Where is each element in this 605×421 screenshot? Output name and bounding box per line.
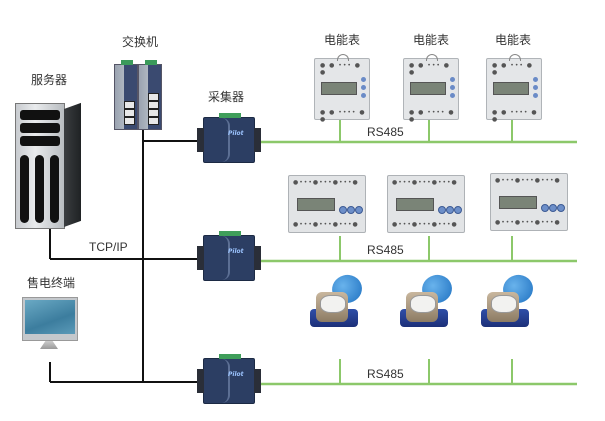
rs485-label: RS485 (367, 125, 404, 139)
meter-label: 电能表 (495, 33, 532, 47)
meter-label: 电能表 (413, 33, 450, 47)
energy-meter-icon: ● ● ••• ● ● ● ● •••• ● ● (486, 54, 542, 123)
switch-label: 交换机 (122, 35, 159, 49)
water-meter-icon (396, 271, 456, 339)
tcpip-label: TCP/IP (89, 240, 128, 254)
terminal-label: 售电终端 (27, 276, 76, 290)
server-label: 服务器 (31, 73, 68, 87)
collector-icon: Pilot (197, 354, 261, 404)
monitor-icon (22, 297, 78, 349)
rs485-label: RS485 (367, 243, 404, 257)
collector-icon: Pilot (197, 113, 261, 163)
energy-meter-icon: ● ● ••• ● ● ● ● •••• ● ● (403, 54, 459, 123)
energy-meter-icon: ● ● ••• ● ● ● ● •••• ● ● (314, 54, 370, 123)
collector-label: 采集器 (208, 90, 245, 104)
water-meter-icon (477, 271, 537, 339)
switch-icon (138, 60, 162, 130)
meter-label: 电能表 (324, 33, 361, 47)
three-phase-meter-icon: ●•••●•••●•••● ●•••●•••●•••● (387, 175, 465, 233)
three-phase-meter-icon: ●•••●•••●•••● ●•••●•••●•••● (490, 173, 568, 231)
rs485-label: RS485 (367, 367, 404, 381)
server-icon (15, 102, 81, 229)
water-meter-icon (306, 271, 366, 339)
collector-icon: Pilot (197, 231, 261, 281)
three-phase-meter-icon: ●•••●•••●•••● ●•••●•••●•••● (288, 175, 366, 233)
switch-icon (114, 60, 138, 130)
